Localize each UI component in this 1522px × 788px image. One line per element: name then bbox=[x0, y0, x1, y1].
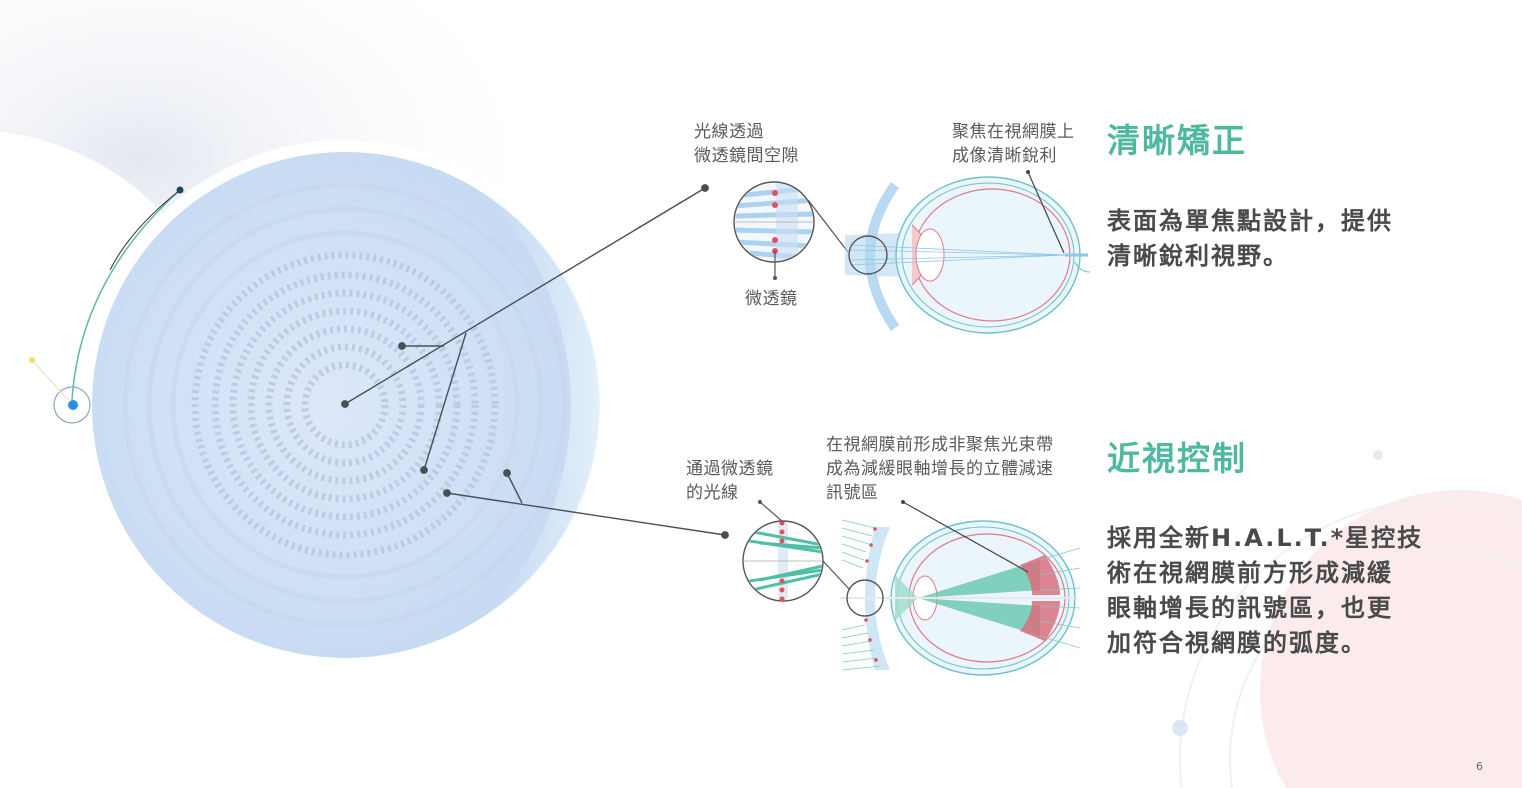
body-myopia-control: 採用全新H.A.L.T.*星控技 術在視網膜前方形成減緩 眼軸增長的訊號區，也更… bbox=[1107, 524, 1424, 657]
label-focus-on-retina: 聚焦在視網膜上 成像清晰銳利 bbox=[952, 122, 1075, 166]
label-light-through-gaps: 光線透過 微透鏡間空隙 bbox=[694, 122, 799, 166]
page-number: 6 bbox=[1476, 760, 1483, 773]
label-rays-through-microlens: 通過微透鏡 的光線 bbox=[686, 459, 774, 503]
heading-clear-correction: 清晰矯正 bbox=[1107, 121, 1247, 160]
body-clear-correction: 表面為單焦點設計，提供 清晰銳利視野。 bbox=[1107, 207, 1393, 270]
label-microlens: 微透鏡 bbox=[745, 289, 798, 309]
heading-myopia-control: 近視控制 bbox=[1107, 439, 1247, 478]
label-defocus-signal-zone: 在視網膜前形成非聚焦光束帶 成為減緩眼軸增長的立體減速 訊號區 bbox=[826, 435, 1054, 503]
